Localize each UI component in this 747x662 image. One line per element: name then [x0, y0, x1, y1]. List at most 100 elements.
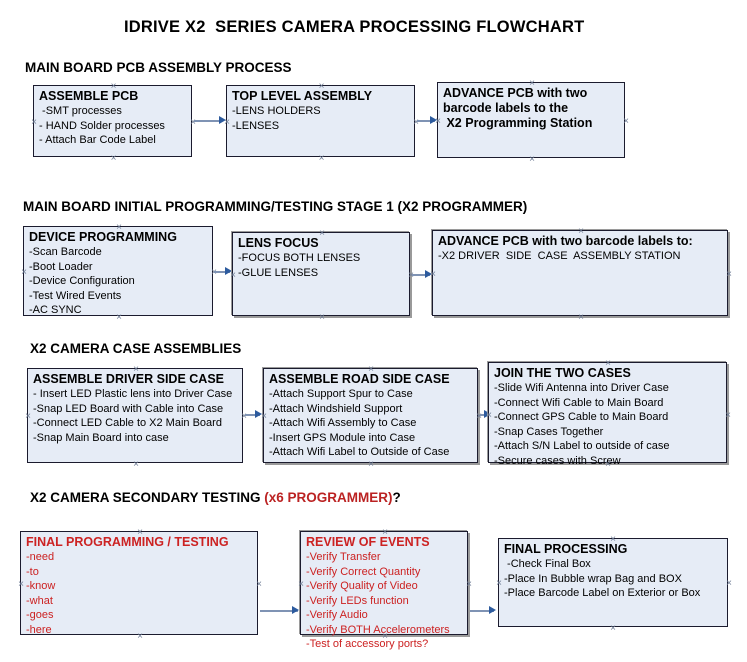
node-line: -LENS HOLDERS	[232, 105, 321, 117]
connection-handle-left[interactable]	[30, 118, 39, 127]
node-header: ASSEMBLE PCB	[39, 89, 139, 103]
connector-driver-case-to-road-case	[245, 414, 260, 416]
connector-top-level-to-advance-pcb	[417, 120, 435, 122]
node-line: - HAND Solder processes	[39, 119, 165, 132]
node-line: - Insert LED Plastic lens into Driver Ca…	[33, 388, 233, 400]
node-line: -Place In Bubble wrap Bag and BOX	[504, 572, 682, 585]
node-assemble-road-side-case[interactable]: ASSEMBLE ROAD SIDE CASE -Attach Support …	[263, 368, 478, 463]
node-line: -Connect GPS Cable to Main Board	[494, 411, 669, 423]
connector-lens-focus-to-advance-pcb	[412, 274, 430, 276]
connection-handle-bottom[interactable]	[367, 460, 376, 469]
node-line: -Snap LED Board with Cable into Case	[33, 402, 224, 415]
node-line: -X2 DRIVER SIDE CASE ASSEMBLY STATION	[438, 250, 681, 262]
arrowhead-icon	[219, 116, 226, 124]
node-line: -goes	[26, 609, 54, 621]
node-header: ADVANCE PCB with two	[443, 86, 588, 100]
arrowhead-icon	[425, 270, 432, 278]
node-header: ADVANCE PCB with two barcode labels to:	[438, 234, 693, 248]
section-heading-suffix: ?	[392, 490, 401, 505]
connection-handle-right[interactable]	[725, 270, 734, 279]
connection-handle-left[interactable]	[495, 579, 504, 588]
node-line: -Boot Loader	[29, 260, 93, 273]
connection-handle-bottom[interactable]	[528, 155, 537, 164]
connection-handle-right[interactable]	[622, 117, 631, 126]
node-device-programming[interactable]: DEVICE PROGRAMMING -Scan Barcode -Boot L…	[23, 226, 213, 316]
node-line: -LENSES	[232, 119, 280, 132]
arrowhead-icon	[484, 410, 491, 418]
connection-handle-right[interactable]	[255, 580, 264, 589]
node-header: FINAL PROGRAMMING / TESTING	[26, 535, 229, 549]
node-header: TOP LEVEL ASSEMBLY	[232, 89, 373, 103]
node-final-programming-testing[interactable]: FINAL PROGRAMMING / TESTING -need -to -k…	[17, 531, 258, 636]
node-line: -Place Barcode Label on Exterior or Box	[504, 587, 701, 599]
node-line: -Slide Wifi Antenna into Driver Case	[494, 382, 669, 394]
node-line: -know	[26, 580, 56, 592]
node-advance-pcb-driver-side-case[interactable]: ADVANCE PCB with two barcode labels to: …	[432, 230, 728, 316]
node-line: -need	[26, 551, 55, 563]
node-header: ASSEMBLE ROAD SIDE CASE	[269, 372, 450, 386]
connection-handle-right[interactable]	[724, 411, 733, 420]
node-line: -Connect Wifi Cable to Main Board	[494, 396, 664, 409]
section-heading-main-board-pcb-assembly: MAIN BOARD PCB ASSEMBLY PROCESS	[25, 60, 292, 75]
arrowhead-icon	[292, 606, 299, 614]
node-line: -Snap Cases Together	[494, 425, 604, 438]
node-line: -Secure cases with Screw	[494, 454, 621, 467]
node-line: -Verify LEDs function	[306, 594, 409, 607]
connection-handle-right[interactable]	[240, 412, 249, 421]
node-line: -Insert GPS Module into Case	[269, 431, 416, 444]
node-top-level-assembly[interactable]: TOP LEVEL ASSEMBLY -LENS HOLDERS -LENSES	[226, 85, 415, 157]
connection-handle-bottom[interactable]	[318, 313, 327, 322]
connection-handle-right[interactable]	[189, 118, 198, 127]
node-line: -Connect LED Cable to X2 Main Board	[33, 417, 222, 429]
node-line: -Device Configuration	[29, 275, 135, 287]
node-line: -what	[26, 594, 53, 607]
arrowhead-icon	[225, 267, 232, 275]
connection-handle-right[interactable]	[412, 118, 421, 127]
node-line: barcode labels to the	[443, 101, 569, 115]
node-line: -SMT processes	[39, 105, 122, 117]
section-heading-x2-camera-case-assemblies: X2 CAMERA CASE ASSEMBLIES	[30, 341, 242, 356]
node-header: ASSEMBLE DRIVER SIDE CASE	[33, 372, 225, 386]
node-header: DEVICE PROGRAMMING	[29, 230, 177, 244]
node-line: -Verify BOTH Accelerometers	[306, 623, 450, 636]
connection-handle-left[interactable]	[20, 268, 29, 277]
connection-handle-bottom[interactable]	[132, 460, 141, 469]
connection-handle-bottom[interactable]	[577, 313, 586, 322]
node-line-overflow: -Test of accessory ports?	[306, 638, 429, 650]
node-advance-pcb-programming-station[interactable]: ADVANCE PCB with two barcode labels to t…	[437, 82, 625, 158]
connection-handle-right[interactable]	[475, 412, 484, 421]
node-line: -Attach S/N Label to outside of case	[494, 440, 670, 452]
connection-handle-left[interactable]	[24, 412, 33, 421]
node-header: FINAL PROCESSING	[504, 542, 628, 556]
connection-handle-bottom[interactable]	[109, 154, 118, 163]
node-line: -Verify Quality of Video	[306, 580, 418, 592]
node-line: X2 Programming Station	[443, 116, 593, 130]
node-header: LENS FOCUS	[238, 236, 319, 250]
node-assemble-driver-side-case[interactable]: ASSEMBLE DRIVER SIDE CASE - Insert LED P…	[27, 368, 243, 463]
node-line: -AC SYNC	[29, 304, 82, 316]
node-line: -Verify Correct Quantity	[306, 565, 421, 578]
connection-handle-bottom[interactable]	[317, 154, 326, 163]
connection-handle-left[interactable]	[297, 580, 306, 589]
node-review-of-events[interactable]: REVIEW OF EVENTS -Verify Transfer -Verif…	[297, 531, 468, 650]
connection-handle-right[interactable]	[465, 580, 474, 589]
section-heading-x2-camera-secondary-testing: X2 CAMERA SECONDARY TESTING (x6 PROGRAMM…	[30, 490, 401, 505]
connection-handle-right[interactable]	[725, 579, 734, 588]
node-line: -FOCUS BOTH LENSES	[238, 252, 361, 264]
node-line: -here	[26, 623, 52, 636]
arrowhead-icon	[489, 606, 496, 614]
node-assemble-pcb[interactable]: ASSEMBLE PCB -SMT processes - HAND Solde…	[33, 85, 192, 157]
connection-handle-left[interactable]	[17, 580, 26, 589]
section-heading-text: X2 CAMERA SECONDARY TESTING	[30, 490, 265, 505]
node-final-processing[interactable]: FINAL PROCESSING -Check Final Box -Place…	[498, 538, 728, 627]
section-heading-accent: (x6 PROGRAMMER)	[264, 490, 393, 505]
node-line: -Attach Wifi Assembly to Case	[269, 417, 417, 429]
connection-handle-bottom[interactable]	[609, 624, 618, 633]
node-join-the-two-cases[interactable]: JOIN THE TWO CASES -Slide Wifi Antenna i…	[488, 362, 727, 467]
node-line: -Check Final Box	[504, 558, 591, 570]
arrowhead-icon	[430, 116, 437, 124]
node-line: -Verify Audio	[306, 609, 368, 621]
node-lens-focus[interactable]: LENS FOCUS -FOCUS BOTH LENSES -GLUE LENS…	[232, 232, 410, 316]
connector-final-programming-to-review-of-events	[260, 610, 298, 612]
